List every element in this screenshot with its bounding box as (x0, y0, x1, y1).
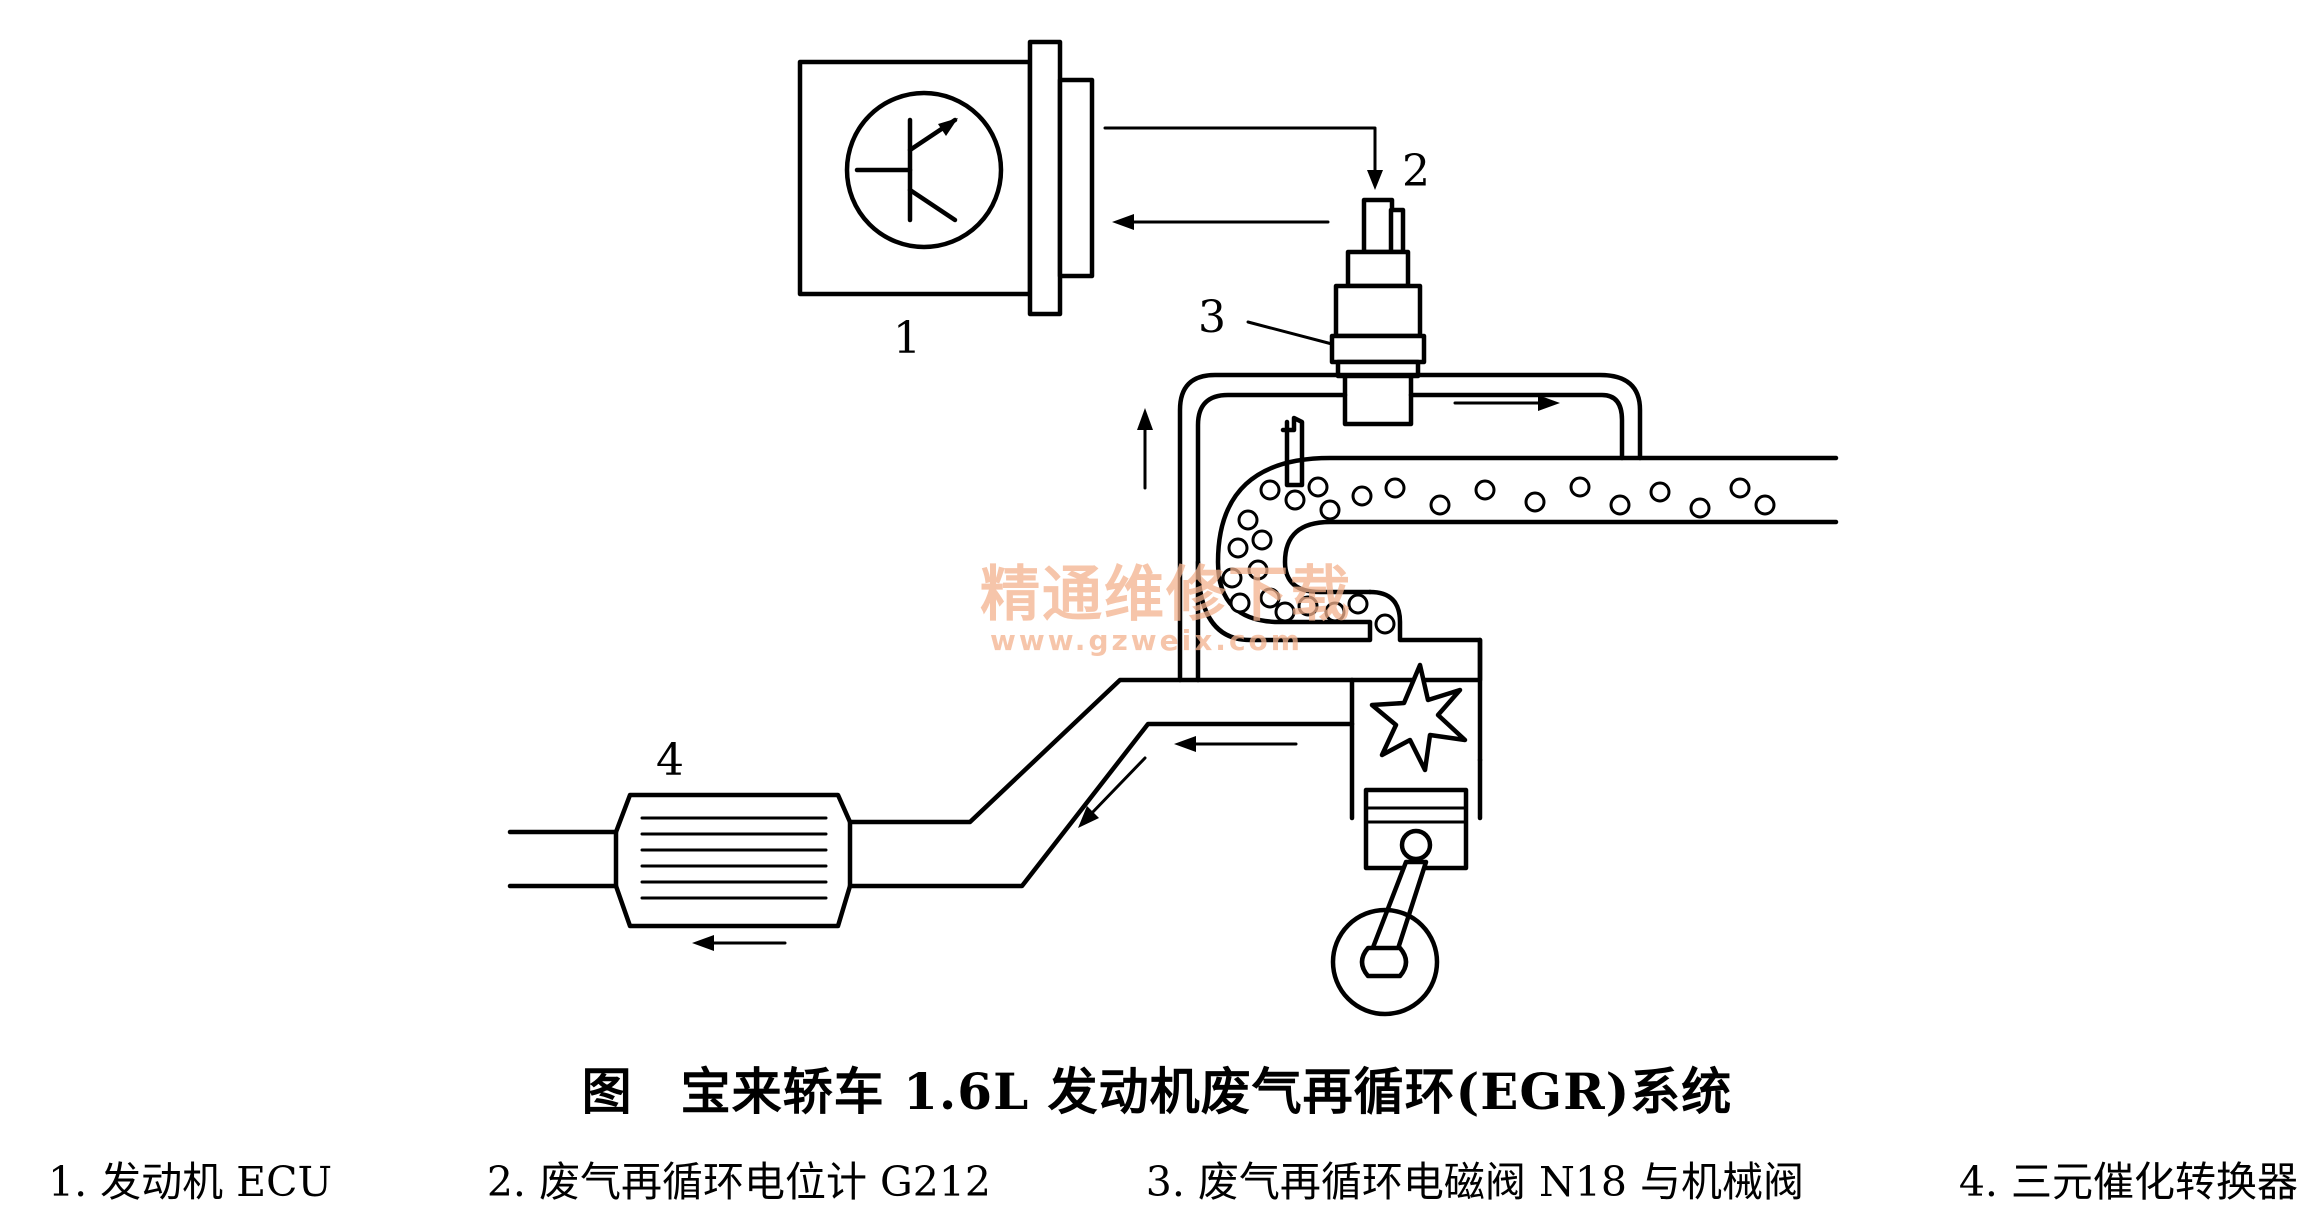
transistor-icon (844, 90, 1004, 250)
flow-arrows (692, 395, 1560, 951)
cylinder-and-piston (1330, 662, 1483, 1017)
exhaust-pipe (507, 637, 1483, 889)
caption-prefix: 图 (581, 1062, 633, 1121)
callout-3: 3 (1198, 292, 1226, 343)
figure-caption: 图宝来轿车 1.6L 发动机废气再循环(EGR)系统 (0, 1052, 2314, 1124)
legend-item-catalytic-converter: 4. 三元催化转换器 (1958, 1158, 2298, 1206)
signal-wires (1103, 126, 1383, 230)
callout-1: 1 (893, 313, 921, 364)
egr-valve-assembly (1246, 197, 1427, 427)
watermark-url: www.gzweix.com (990, 624, 1303, 657)
exhaust-gas-bubbles (1221, 476, 1776, 635)
legend-item-solenoid-valve: 3. 废气再循环电磁阀 N18 与机械阀 (1145, 1158, 1805, 1206)
legend-item-ecu: 1. 发动机 ECU (48, 1158, 333, 1206)
watermark-name: 精通维修下载 (980, 560, 1352, 630)
engine-ecu (797, 39, 1095, 317)
catalytic-converter (613, 792, 853, 929)
combustion-spark-icon (1369, 662, 1468, 773)
component-legend: 1. 发动机 ECU 2. 废气再循环电位计 G212 3. 废气再循环电磁阀 … (48, 1148, 2298, 1208)
callout-4: 4 (656, 735, 684, 786)
egr-return-pipe (1177, 372, 1643, 683)
callout-2: 2 (1402, 146, 1430, 197)
legend-item-potentiometer: 2. 废气再循环电位计 G212 (486, 1158, 992, 1206)
caption-title: 宝来轿车 1.6L 发动机废气再循环(EGR)系统 (680, 1062, 1733, 1121)
